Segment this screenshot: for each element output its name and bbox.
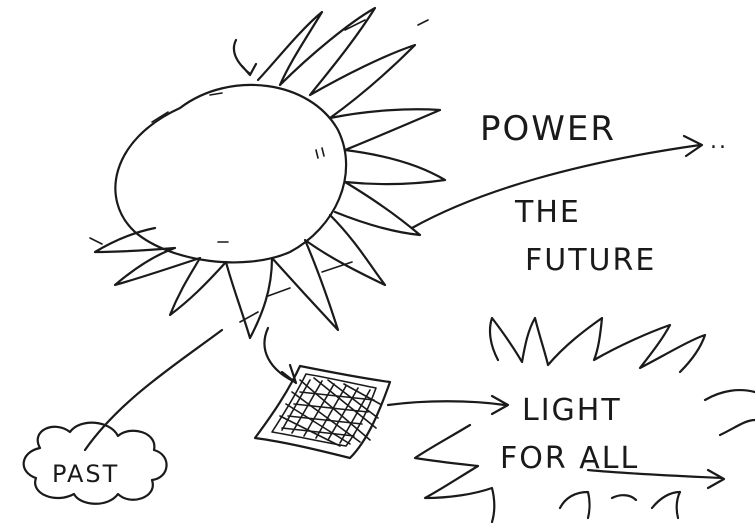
sun-rays-upper	[256, 6, 447, 237]
arrow-to-future	[410, 134, 704, 230]
sun-ray-dash	[239, 311, 259, 323]
sun-ray-dash	[89, 237, 103, 245]
light-burst	[488, 316, 707, 374]
sun-ray-dash	[321, 261, 353, 273]
the-text: THE	[514, 195, 581, 230]
sun-top-arrow	[232, 38, 258, 77]
sun-ray-dash	[267, 287, 291, 297]
arrow-under-for-all	[586, 468, 726, 490]
arrow-to-light	[386, 394, 510, 416]
ellipsis-text: ..	[710, 129, 728, 154]
arrow-to-past	[83, 328, 224, 452]
sun-highlight	[151, 111, 169, 123]
sun-ray-dash	[417, 19, 429, 26]
sun-body	[114, 83, 348, 264]
light-burst	[703, 389, 755, 437]
sun-highlight	[315, 147, 325, 159]
for-all-text: FOR ALL	[500, 441, 639, 476]
light-burst	[413, 423, 496, 524]
sun-ray-dash	[344, 19, 366, 31]
sun-rays-lower	[93, 213, 387, 340]
past-text: PAST	[52, 460, 119, 488]
future-text: FUTURE	[525, 243, 656, 278]
power-text: POWER	[480, 109, 616, 149]
arrow-to-panel	[263, 326, 298, 385]
sun-drawing	[89, 6, 447, 340]
sun-highlight	[209, 92, 223, 96]
light-text: LIGHT	[522, 393, 622, 428]
solar-panel-icon	[253, 364, 392, 460]
past-cloud	[22, 421, 168, 505]
light-burst	[558, 490, 682, 520]
